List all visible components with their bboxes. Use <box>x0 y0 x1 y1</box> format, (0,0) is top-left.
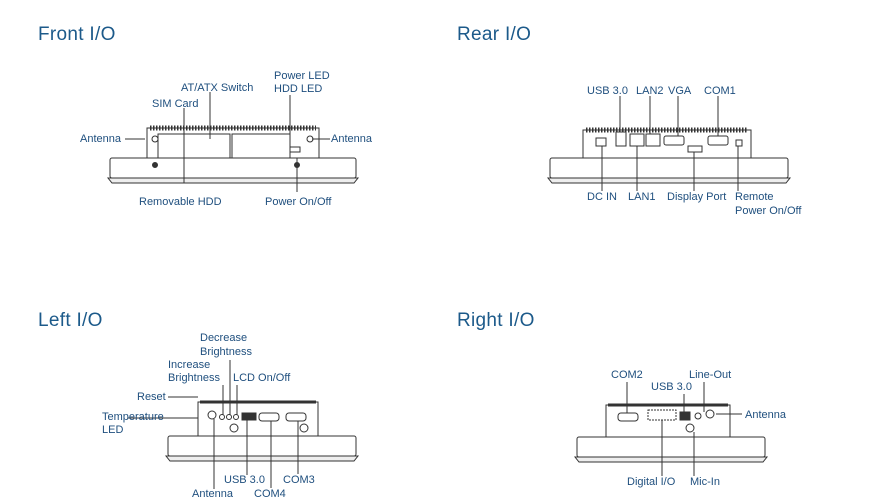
label-usb30-left: USB 3.0 <box>224 474 265 486</box>
label-power-on-off: Power On/Off <box>265 196 332 208</box>
label-decrease-brightness: Brightness <box>200 346 252 358</box>
label-com1: COM1 <box>704 85 736 97</box>
label-lcd-on-off: LCD On/Off <box>233 372 291 384</box>
label-power-led: Power LED <box>274 70 330 82</box>
label-antenna-right: Antenna <box>331 133 372 145</box>
label-increase: Increase <box>168 359 211 371</box>
label-hdd-led: HDD LED <box>274 83 323 95</box>
label-antenna-left: Antenna <box>80 133 121 145</box>
label-removable-hdd: Removable HDD <box>139 196 222 208</box>
rear-device-drawing <box>546 96 792 191</box>
label-usb30-right: USB 3.0 <box>651 381 692 393</box>
label-antenna-left-io: Antenna <box>192 488 233 500</box>
label-remote: Remote <box>735 191 774 203</box>
label-com2: COM2 <box>611 369 643 381</box>
label-sim-card: SIM Card <box>152 98 199 110</box>
front-device-drawing <box>106 92 360 192</box>
rear-io-heading: Rear I/O <box>457 24 532 45</box>
label-increase-brightness: Brightness <box>168 372 220 384</box>
label-digital-io: Digital I/O <box>627 476 676 488</box>
label-com4: COM4 <box>254 488 286 500</box>
label-com3: COM3 <box>283 474 315 486</box>
label-mic-in: Mic-In <box>690 476 720 488</box>
label-dc-in: DC IN <box>587 191 617 203</box>
label-line-out: Line-Out <box>689 369 732 381</box>
right-io-heading: Right I/O <box>457 310 535 331</box>
label-lan2: LAN2 <box>636 85 664 97</box>
label-temperature: Temperature <box>102 411 164 423</box>
label-lan1: LAN1 <box>628 191 656 203</box>
right-device-drawing <box>573 382 769 476</box>
label-decrease: Decrease <box>200 332 248 344</box>
front-io-heading: Front I/O <box>38 24 116 45</box>
label-reset: Reset <box>137 391 166 403</box>
label-at-atx-switch: AT/ATX Switch <box>181 82 254 94</box>
left-device-drawing <box>128 360 360 489</box>
label-vga: VGA <box>668 85 692 97</box>
label-display-port: Display Port <box>667 191 727 203</box>
label-usb30: USB 3.0 <box>587 85 628 97</box>
label-temperature-led: LED <box>102 424 124 436</box>
label-remote-power: Power On/Off <box>735 205 802 217</box>
label-antenna-right-io: Antenna <box>745 409 786 421</box>
left-io-heading: Left I/O <box>38 310 103 331</box>
